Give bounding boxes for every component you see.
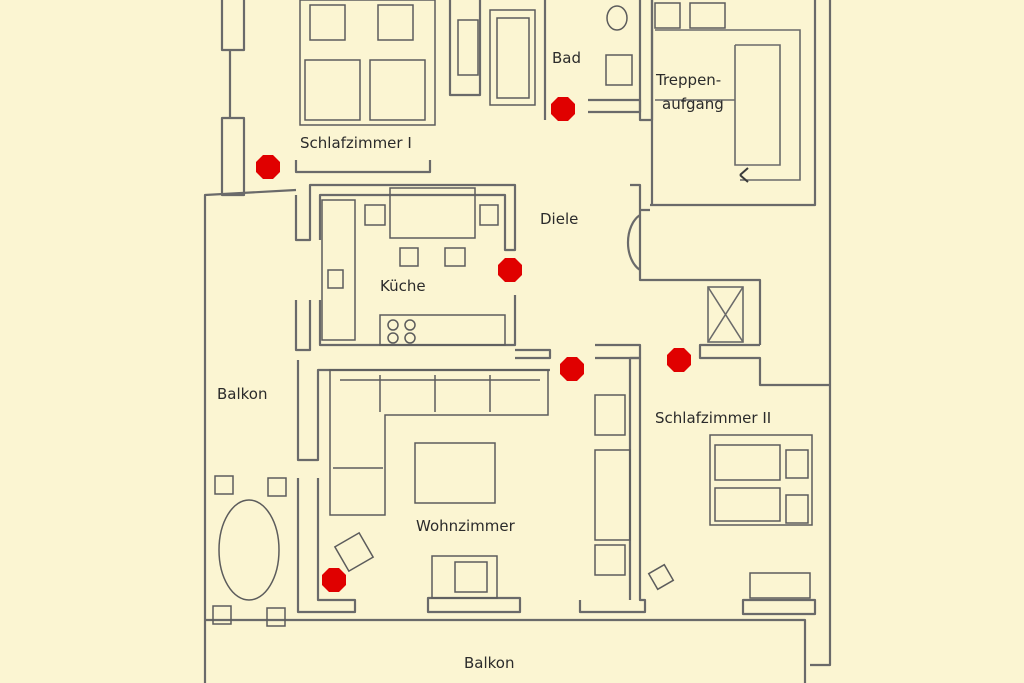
markers [256,97,691,592]
marker-diele [560,357,584,381]
label-bad: Bad [552,49,582,67]
marker-schlafzimmer1 [256,155,280,179]
label-balkon-bottom: Balkon [464,654,515,672]
label-treppenaufgang-1: Treppen- [656,71,722,89]
marker-wohnzimmer [322,568,346,592]
marker-bad [551,97,575,121]
marker-kueche [498,258,522,282]
label-schlafzimmer-2: Schlafzimmer II [655,409,772,427]
top-rooms [294,0,801,205]
living-room [296,356,647,614]
label-treppenaufgang-2: aufgang [662,95,724,113]
hallway [515,183,762,360]
kitchen [294,183,517,352]
label-balkon-side: Balkon [217,385,268,403]
label-wohnzimmer: Wohnzimmer [416,517,515,535]
balcony-table [212,475,287,627]
label-kueche: Küche [380,277,426,295]
label-schlafzimmer-1: Schlafzimmer I [300,134,412,152]
outer-walls [203,0,832,683]
label-diele: Diele [540,210,579,228]
bedroom-2 [647,434,817,616]
marker-schlafzimmer2 [667,348,691,372]
